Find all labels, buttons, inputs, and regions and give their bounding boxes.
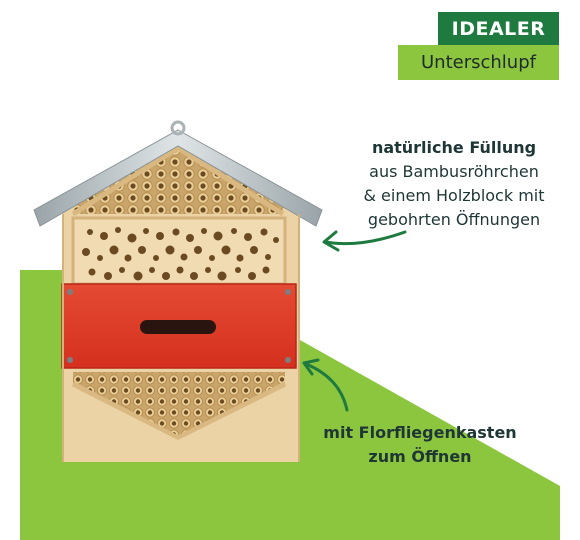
caption-filling-line-3: gebohrten Öffnungen [367, 210, 541, 229]
badge-idealer: IDEALER [438, 12, 559, 46]
caption-filling-line-1: aus Bambusröhrchen [369, 162, 539, 181]
caption-filling-title: natürliche Füllung [371, 138, 537, 157]
badge-unterschlupf: Unterschlupf [398, 45, 559, 80]
caption-filling: natürliche Füllung aus Bambusröhrchen & … [330, 136, 578, 232]
caption-lacewing-line-2: zum Öffnen [368, 447, 472, 466]
caption-lacewing-line-1: mit Florfliegenkasten [323, 423, 517, 442]
caption-lacewing-box: mit Florfliegenkasten zum Öffnen [300, 421, 540, 469]
caption-filling-line-2: & einem Holzblock mit [363, 186, 545, 205]
